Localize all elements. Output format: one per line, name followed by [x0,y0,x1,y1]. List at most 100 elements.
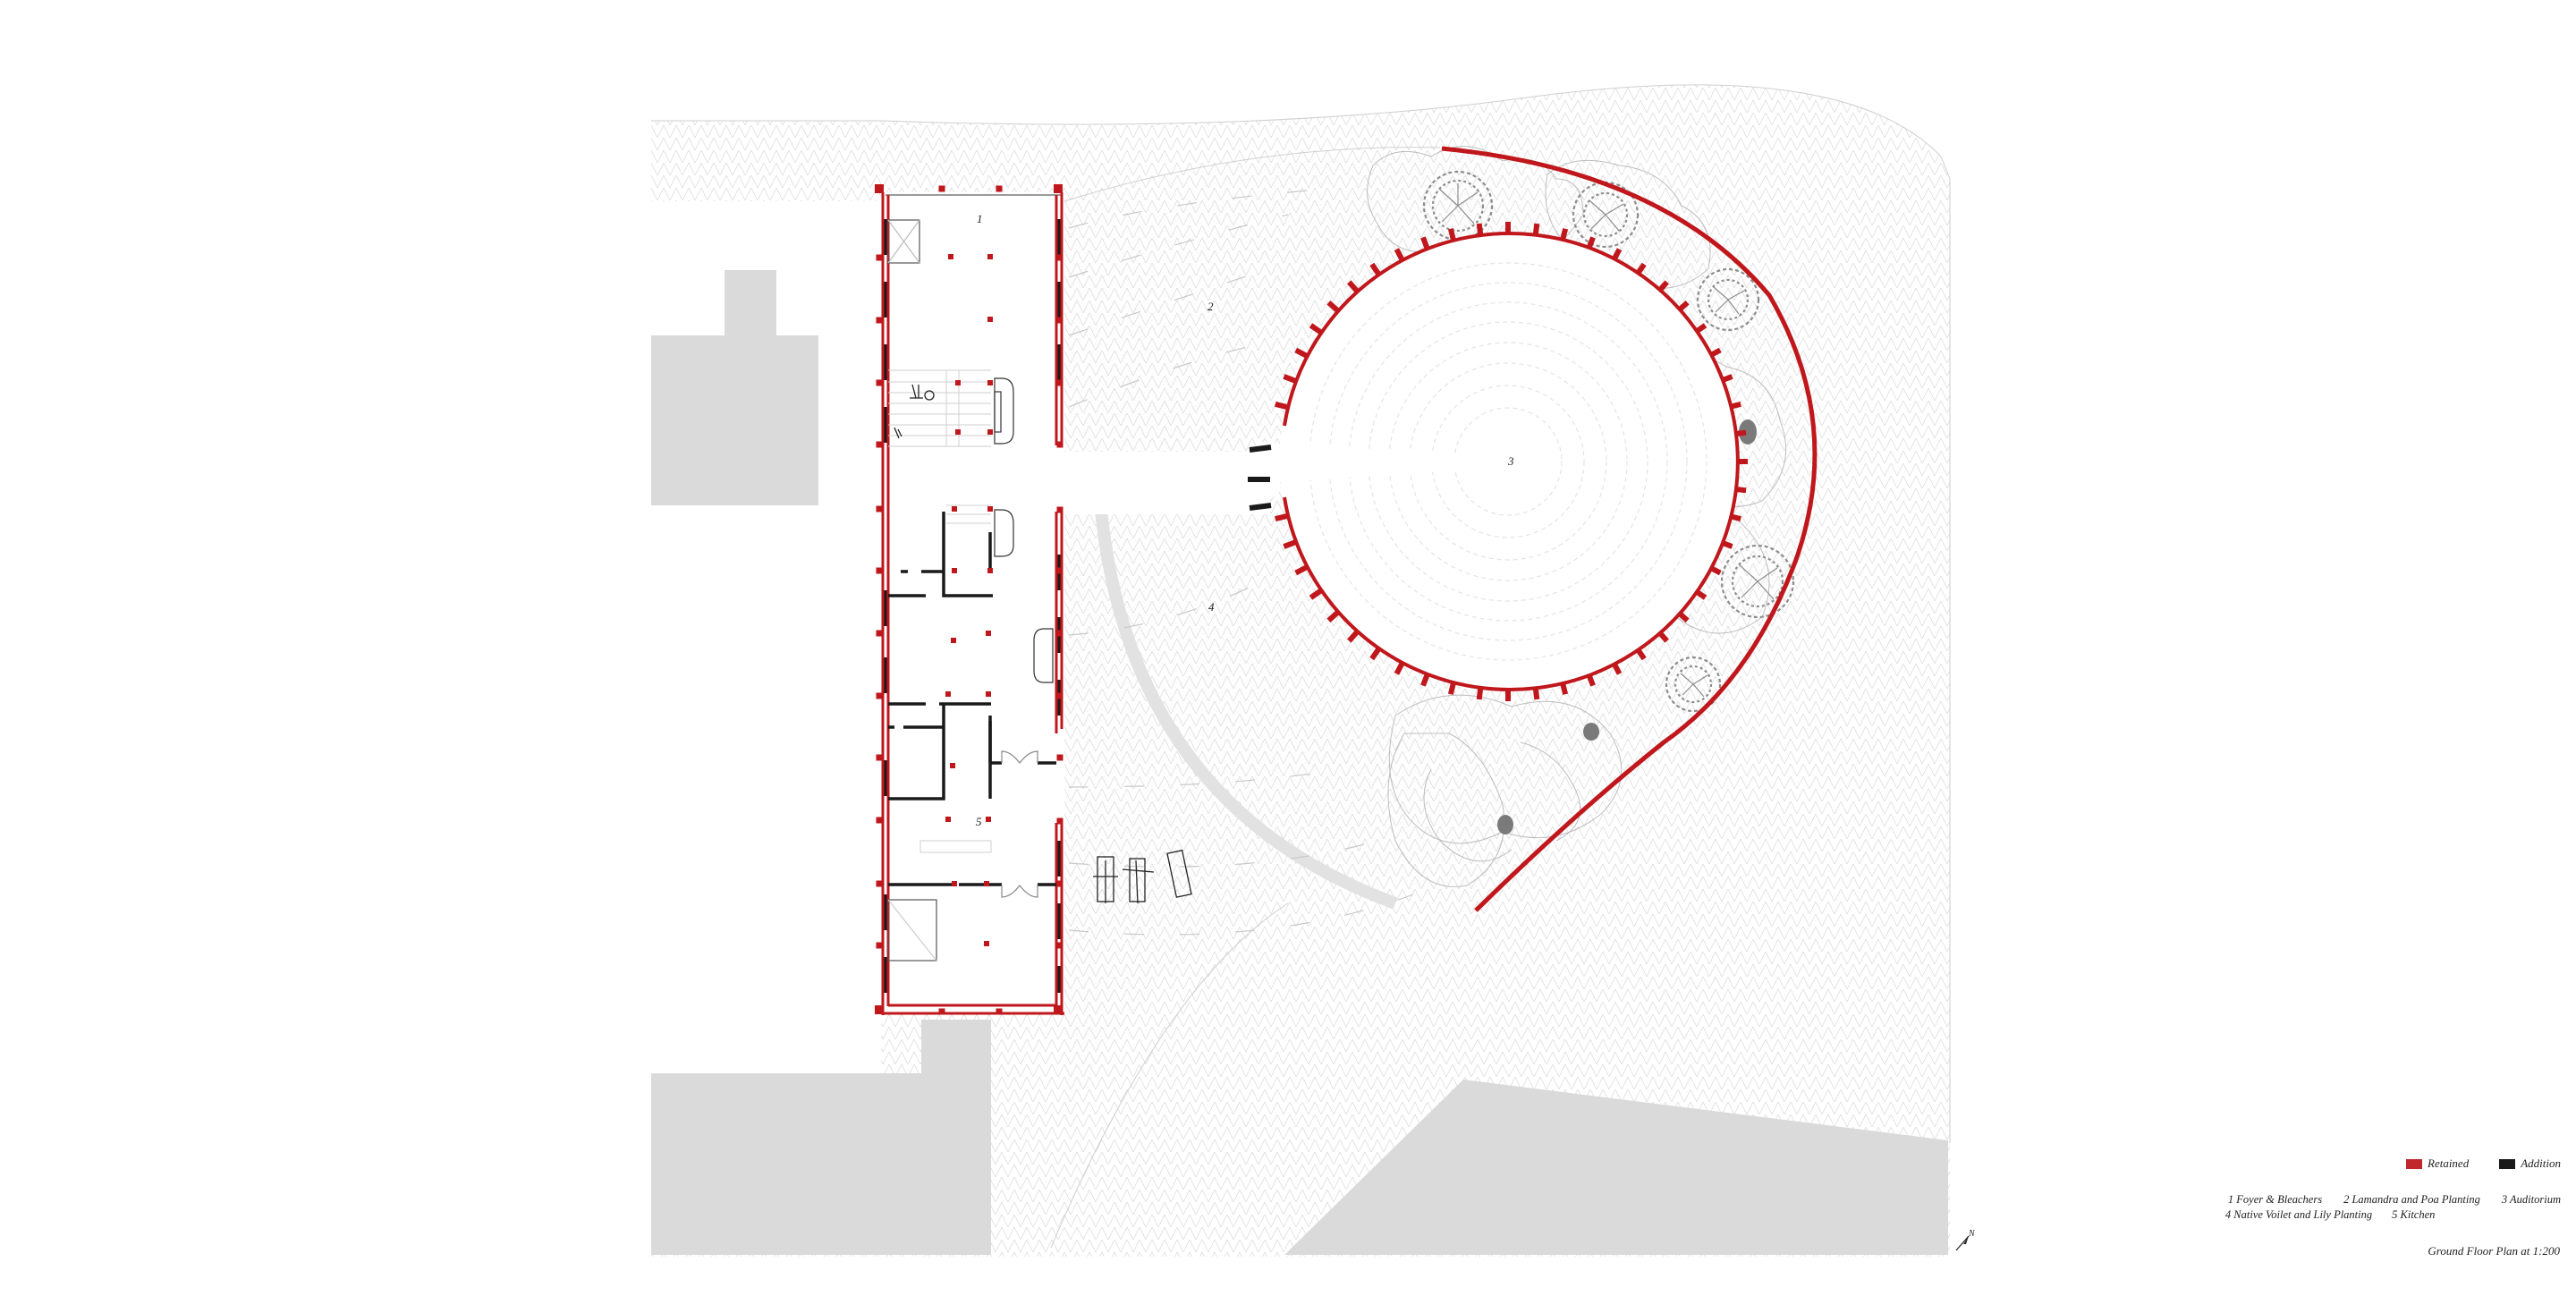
column [1056,254,1063,261]
outer-retained-wall [1441,146,1818,912]
column [986,691,991,697]
zone-legend-item: 4 Native Voilet and Lily Planting [2224,1208,2373,1221]
column [1056,441,1063,448]
column [1056,567,1063,574]
zone-label-1: 1 [977,212,983,225]
column [1056,942,1063,949]
zone-legend-item: 2 Lamandra and Poa Planting [2343,1193,2480,1206]
buttress-tick [1657,280,1669,293]
zone-legend: 1 Foyer & Bleachers 2 Lamandra and Poa P… [2225,1192,2561,1223]
zone-label-4: 4 [1208,600,1215,614]
column [876,505,883,512]
column [876,379,883,386]
addition-entry-fins [1248,445,1272,511]
buttress-tick [1560,228,1569,241]
column [952,506,957,512]
column [996,1008,1003,1015]
buttress-tick [1532,223,1540,236]
column [1056,692,1063,699]
buttress-tick [1275,513,1288,522]
column [987,254,993,259]
legend-key-label: Addition [2521,1156,2561,1170]
buttress-tick [1532,687,1540,700]
buttress-tick [1586,236,1596,250]
column [875,184,884,193]
addition-swatch [2499,1158,2516,1169]
column [945,817,951,822]
benches [994,377,1054,683]
zone-legend-row: 4 Native Voilet and Lily Planting 5 Kitc… [2225,1207,2561,1223]
retained-swatch [2406,1158,2422,1169]
buttress-tick [1309,589,1322,600]
column [951,638,956,643]
buttress-tick [1294,564,1308,576]
column [1056,506,1063,513]
buttress-tick [1347,280,1360,293]
column [987,317,993,322]
column [1056,754,1063,761]
buttress-tick [1369,648,1381,661]
columns [875,184,1063,1015]
column [876,441,883,448]
buttress-tick [1283,539,1296,549]
material-legend: Retained Addition [2406,1156,2561,1171]
building [875,184,1192,1015]
column [876,817,883,824]
column [1056,880,1063,887]
zone-label-3: 3 [1507,454,1514,468]
buttress-tick [1347,630,1360,643]
people-figures [894,384,1192,904]
column [876,254,883,261]
buttress-tick [1733,486,1747,494]
column [987,568,993,573]
buttress-tick [1294,347,1308,359]
column [984,941,989,946]
buttress-tick [1720,374,1733,384]
buttress-tick [1657,630,1669,643]
buttress-tick [1733,429,1747,437]
column [987,429,993,435]
column [876,942,883,949]
buttress-tick [1420,673,1430,687]
column [986,631,991,636]
buttress-tick [1476,687,1484,700]
buttress-tick [1694,323,1707,335]
column [876,754,883,761]
buttress-tick [1447,228,1456,241]
boulders [1497,419,1757,834]
buttress-tick [1420,236,1430,250]
lift-shafts [887,219,937,961]
boulder [1583,723,1599,741]
buttress-tick [1275,401,1288,410]
auditorium [1055,222,1748,701]
column [876,880,883,887]
boulder [1497,815,1513,834]
buttress-tick [1635,648,1647,661]
column [950,763,955,768]
context-building-west [651,270,818,505]
north-arrow-icon: N [1955,1229,1976,1251]
column [1056,630,1063,637]
column [1054,1005,1063,1014]
buttress-tick [1586,673,1596,687]
buttress-tick [1326,610,1340,623]
zone-label-5: 5 [976,815,982,828]
context-buildings [651,270,1948,1255]
column [1054,184,1063,193]
buttress-tick [1676,301,1690,313]
column [955,380,961,385]
zone-legend-item: 5 Kitchen [2392,1208,2436,1221]
column [945,691,951,697]
buttress-tick [1720,539,1733,549]
buttress-tick [1447,682,1456,695]
buttress-tick [1560,682,1569,695]
legend-key-addition: Addition [2499,1156,2561,1171]
tree-5 [1665,656,1722,713]
column [1056,317,1063,324]
column [876,567,883,574]
column [986,817,991,822]
zone-legend-item: 3 Auditorium [2501,1193,2561,1206]
column [996,185,1003,192]
buttress-tick [1369,262,1381,275]
